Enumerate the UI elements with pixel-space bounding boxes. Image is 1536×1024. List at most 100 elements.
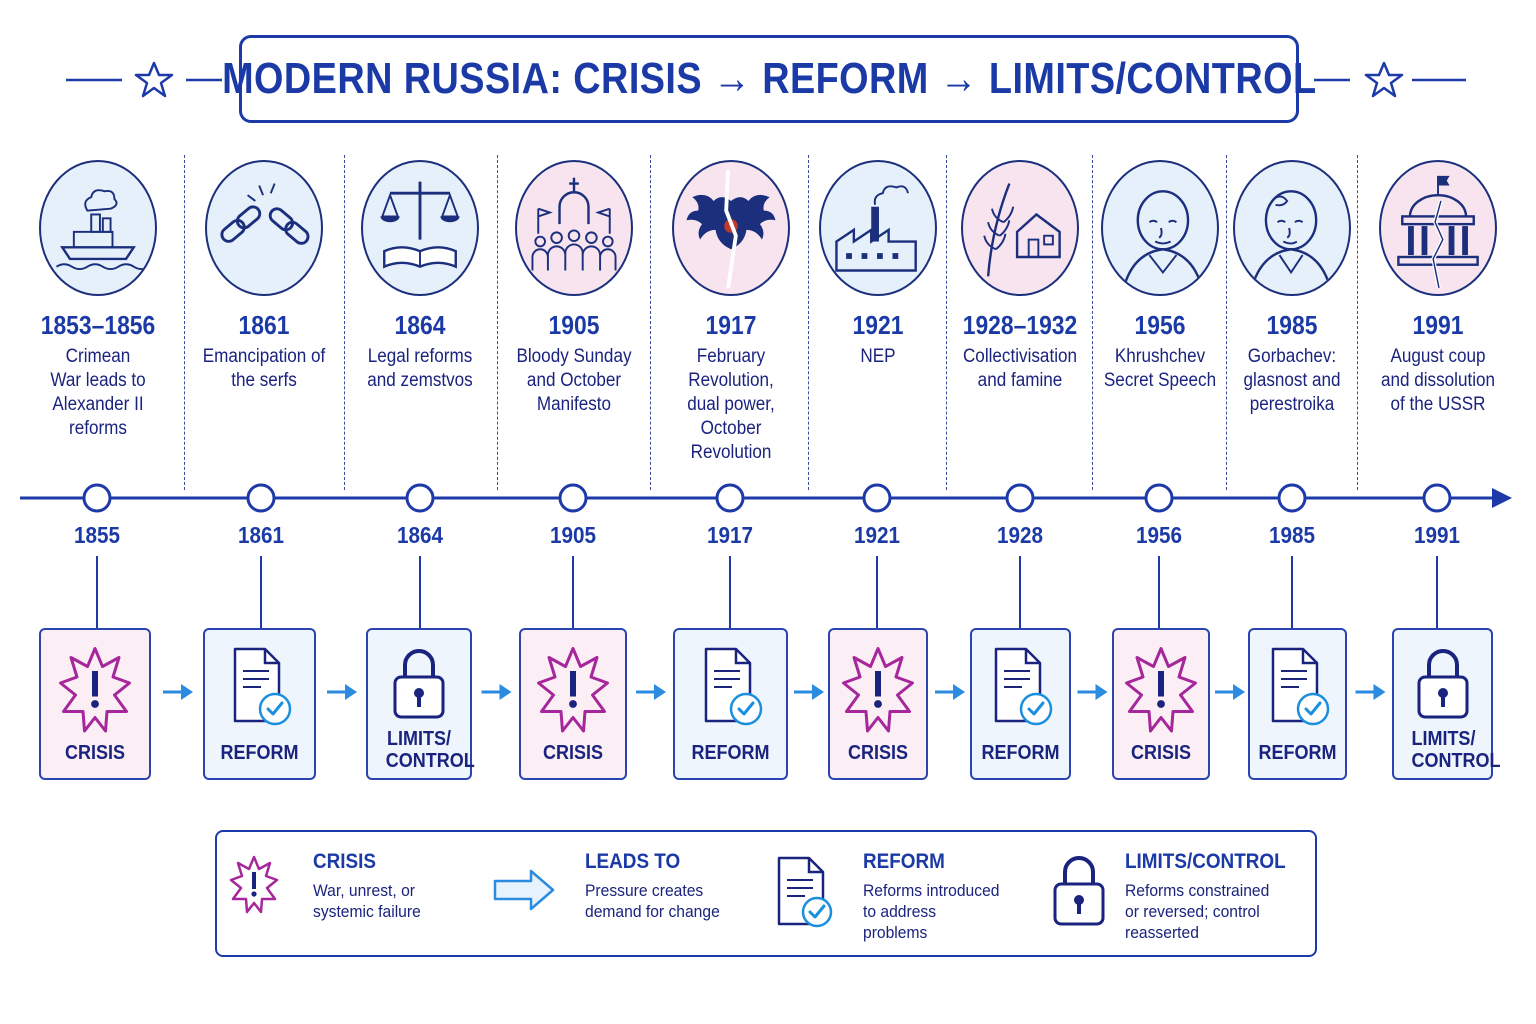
timeline-node (558, 483, 588, 513)
timeline-year-label: 1956 (1135, 522, 1183, 548)
era-date-range: 1861 (238, 310, 290, 340)
flow-arrow-icon (935, 684, 965, 700)
era-date-range: 1853–1856 (40, 310, 156, 340)
timeline-node (1277, 483, 1307, 513)
era-description: Khrushchev Secret Speech (1103, 346, 1217, 391)
document-check-icon (704, 647, 762, 726)
timeline-node (82, 483, 112, 513)
era-date-range: 1991 (1412, 310, 1464, 340)
flow-arrow-icon (481, 684, 512, 700)
era-description: August coup and dissolution of the USSR (1380, 346, 1496, 415)
legend-description: Pressure creates demand for change (585, 881, 720, 921)
flow-arrow-icon (1077, 684, 1108, 700)
flow-arrow-icon (636, 684, 666, 700)
padlock-icon (393, 649, 445, 719)
timeline-year-label: 1991 (1413, 522, 1461, 548)
timeline-node (1005, 483, 1035, 513)
era-description: NEP (860, 346, 896, 367)
legend-title: LIMITS/CONTROL (1125, 850, 1286, 873)
era-separator (1226, 155, 1227, 490)
starburst-warning-icon (537, 647, 609, 733)
stage-card-crisis: CRISIS (39, 628, 151, 780)
timeline-arrowhead-icon (1492, 488, 1512, 508)
era-separator (184, 155, 185, 490)
era-description: Crimean War leads to Alexander II reform… (50, 346, 146, 439)
timeline-year-label: 1861 (237, 522, 285, 548)
timeline-node (715, 483, 745, 513)
legend: CRISIS War, unrest, or systemic failure … (215, 830, 1317, 957)
stage-card-reform: REFORM (203, 628, 316, 780)
era-separator (344, 155, 345, 490)
stage-label: REFORM (691, 742, 770, 764)
legend-item-reform: REFORM Reforms introduced to address pro… (863, 850, 1013, 943)
timeline-year-label: 1917 (706, 522, 754, 548)
flow-arrow-icon (1215, 684, 1245, 700)
starburst-warning-icon (59, 647, 131, 733)
stage-card-crisis: CRISIS (1112, 628, 1210, 780)
legend-description: Reforms introduced to address problems (863, 881, 1000, 942)
khrushchev-portrait-icon (1101, 160, 1219, 296)
page-title: MODERN RUSSIA: CRISIS → REFORM → LIMITS/… (221, 54, 1317, 103)
flow-arrow-icon (1355, 684, 1386, 700)
stage-flow-arrows (163, 684, 1386, 700)
timeline-node (1144, 483, 1174, 513)
era-description: Legal reforms and zemstvos (367, 346, 473, 391)
document-check-icon (233, 647, 291, 726)
timeline-year-label: 1855 (73, 522, 121, 548)
era-separator (650, 155, 651, 490)
timeline-node (862, 483, 892, 513)
stage-label: REFORM (981, 742, 1060, 764)
timeline-node (1422, 483, 1452, 513)
title-banner: MODERN RUSSIA: CRISIS → REFORM → LIMITS/… (222, 35, 1316, 123)
legend-description: War, unrest, or systemic failure (313, 881, 421, 921)
timeline-node (405, 483, 435, 513)
era-date-range: 1917 (705, 310, 757, 340)
legend-item-limits-control: LIMITS/CONTROL Reforms constrained or re… (1125, 850, 1303, 943)
legend-item-leads-to: LEADS TO Pressure creates demand for cha… (585, 850, 735, 922)
era-date-range: 1928–1932 (962, 310, 1078, 340)
padlock-icon (1417, 649, 1468, 719)
stage-card-reform: REFORM (1248, 628, 1347, 780)
stage-label: LIMITS/ CONTROL (385, 728, 475, 772)
star-icon (1364, 61, 1404, 98)
flow-arrow-icon (327, 684, 357, 700)
timeline-node (246, 483, 276, 513)
stage-label: LIMITS/ CONTROL (1411, 728, 1501, 772)
starburst-warning-icon (842, 647, 914, 733)
stage-card-limits: LIMITS/ CONTROL (1392, 628, 1501, 780)
double-headed-eagle-icon (672, 160, 790, 296)
scales-of-justice-icon (361, 160, 479, 296)
starburst-warning-icon (1125, 647, 1197, 733)
steamship-icon (39, 160, 157, 296)
legend-description: Reforms constrained or reversed; control… (1125, 881, 1270, 942)
title-star-left-decoration (66, 61, 222, 98)
era-description: Bloody Sunday and October Manifesto (516, 346, 632, 415)
stage-label: CRISIS (1130, 742, 1192, 764)
era-description: Gorbachev: glasnost and perestroika (1243, 346, 1341, 415)
era-date-range: 1956 (1134, 310, 1186, 340)
timeline-axis (20, 483, 1512, 513)
era-description: February Revolution, dual power, October… (687, 346, 775, 463)
stage-label: CRISIS (64, 742, 126, 764)
stage-card-reform: REFORM (673, 628, 788, 780)
stage-card-limits: LIMITS/ CONTROL (366, 628, 475, 780)
era-separator (1357, 155, 1358, 490)
wheat-farmhouse-icon (961, 160, 1079, 296)
factory-icon (819, 160, 937, 296)
broken-chain-icon (205, 160, 323, 296)
timeline-year-label: 1985 (1268, 522, 1316, 548)
era-description: Emancipation of the serfs (202, 346, 326, 391)
stage-label: CRISIS (847, 742, 909, 764)
stage-card-crisis: CRISIS (519, 628, 627, 780)
era-date-range: 1905 (548, 310, 600, 340)
era-separator (946, 155, 947, 490)
